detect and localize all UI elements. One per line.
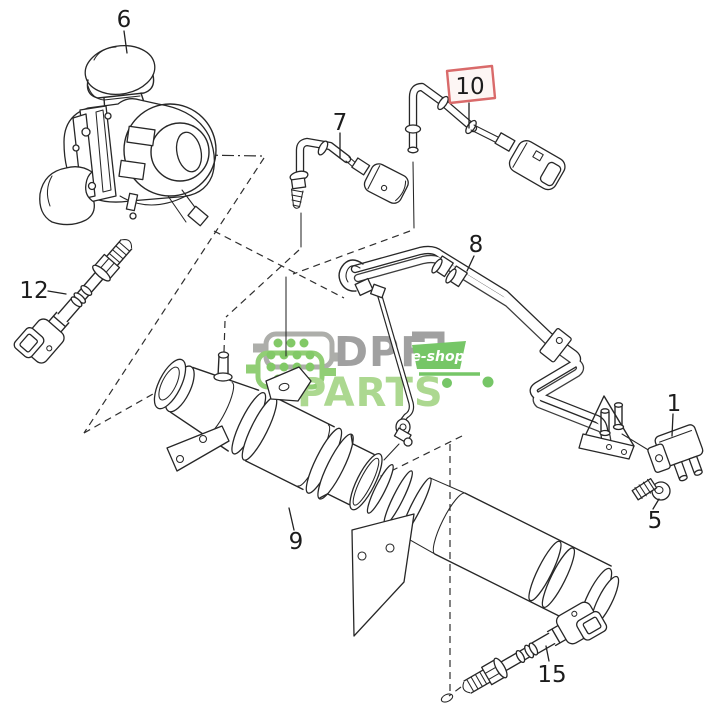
callout-10-highlighted[interactable]: 10	[445, 64, 497, 129]
cart-wheel-left	[442, 378, 452, 388]
callout-5[interactable]: 5	[648, 498, 663, 534]
part-15-temperature-sensor-drawing	[462, 601, 608, 694]
cart-wheel-right	[482, 376, 494, 388]
callout-9-label: 9	[289, 529, 304, 555]
callout-6[interactable]: 6	[117, 7, 132, 54]
part-6-turbocharger-drawing	[39, 45, 217, 227]
callout-5-label: 5	[648, 508, 663, 534]
callout-12[interactable]: 12	[19, 278, 67, 304]
part-5-bolt-drawing	[631, 477, 671, 501]
callout-9[interactable]: 9	[288, 507, 304, 555]
callout-15-label: 15	[537, 662, 566, 688]
dpf-parts-eshop-watermark: DPF PARTS e-shop	[246, 328, 494, 416]
callout-7[interactable]: 7	[333, 110, 348, 159]
callout-7-label: 7	[333, 110, 348, 136]
callout-1-label: 1	[667, 391, 682, 417]
callout-6-label: 6	[117, 7, 132, 33]
highlight-box[interactable]	[445, 64, 497, 105]
cart-basket	[412, 341, 466, 369]
part-7-temperature-sensor-drawing	[289, 137, 409, 209]
part-10-temperature-sensor-drawing	[404, 82, 566, 191]
callout-15[interactable]: 15	[537, 645, 567, 688]
part-12-lambda-sensor-drawing	[13, 239, 133, 364]
watermark-parts-text: PARTS	[297, 370, 444, 416]
part-9-particulate-filter-drawing	[153, 351, 620, 637]
callout-12-label: 12	[19, 278, 48, 304]
callout-8[interactable]: 8	[466, 232, 484, 272]
shopping-cart-icon: e-shop	[411, 331, 494, 388]
eshop-badge-text: e-shop	[411, 349, 464, 365]
part-1-pressure-sensor-drawing	[647, 424, 704, 482]
reference-lines	[83, 154, 651, 703]
callout-10-label: 10	[455, 74, 484, 100]
callout-1[interactable]: 1	[667, 391, 682, 437]
callout-8-label: 8	[469, 232, 484, 258]
